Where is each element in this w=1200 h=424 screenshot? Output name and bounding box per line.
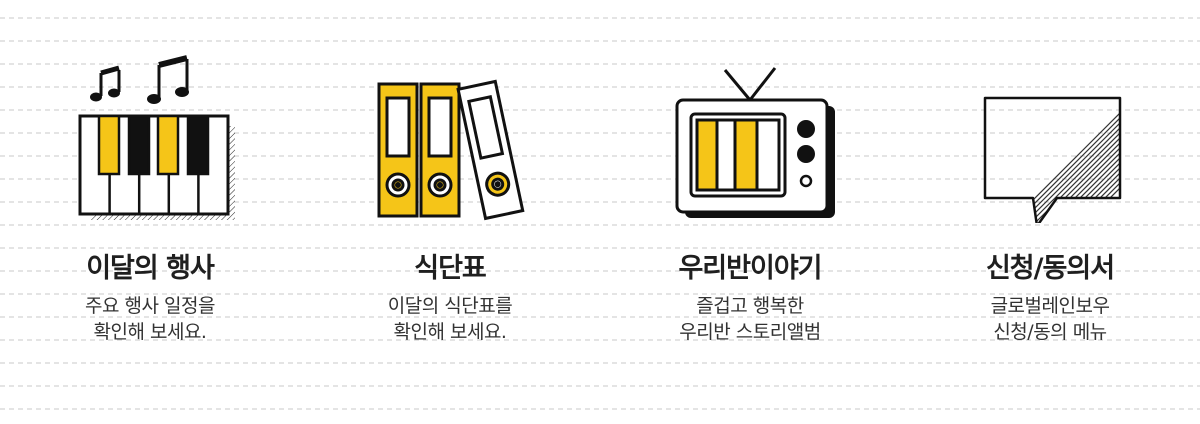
card-description: 이달의 식단표를 확인해 보세요. xyxy=(300,293,600,345)
card-title: 이달의 행사 xyxy=(86,253,215,284)
piano-icon xyxy=(78,55,235,220)
description-line: 즐겁고 행복한 xyxy=(696,295,804,317)
card-application-consent[interactable]: 신청/동의서 글로벌레인보우 신청/동의 메뉴 xyxy=(900,0,1200,424)
description-line: 주요 행사 일정을 xyxy=(85,295,215,317)
card-title: 식단표 xyxy=(414,253,487,284)
description-line: 글로벌레인보우 xyxy=(990,295,1110,317)
card-meal-menu[interactable]: 식단표 이달의 식단표를 확인해 보세요. xyxy=(300,0,600,424)
description-line: 신청/동의 메뉴 xyxy=(993,321,1107,343)
description-line: 이달의 식단표를 xyxy=(387,295,513,317)
speech-bubble-icon xyxy=(983,96,1122,223)
card-title: 우리반이야기 xyxy=(678,253,822,284)
card-class-story[interactable]: 우리반이야기 즐겁고 행복한 우리반 스토리앨범 xyxy=(600,0,900,424)
card-title: 신청/동의서 xyxy=(985,253,1115,284)
description-line: 우리반 스토리앨범 xyxy=(679,321,821,343)
description-line: 확인해 보세요. xyxy=(393,321,507,343)
card-description: 즐겁고 행복한 우리반 스토리앨범 xyxy=(600,293,900,345)
binders-icon xyxy=(377,79,525,221)
tv-icon xyxy=(675,67,835,218)
card-description: 글로벌레인보우 신청/동의 메뉴 xyxy=(900,293,1200,345)
description-line: 확인해 보세요. xyxy=(93,321,207,343)
card-monthly-events[interactable]: 이달의 행사 주요 행사 일정을 확인해 보세요. xyxy=(0,0,300,424)
card-description: 주요 행사 일정을 확인해 보세요. xyxy=(0,293,300,345)
